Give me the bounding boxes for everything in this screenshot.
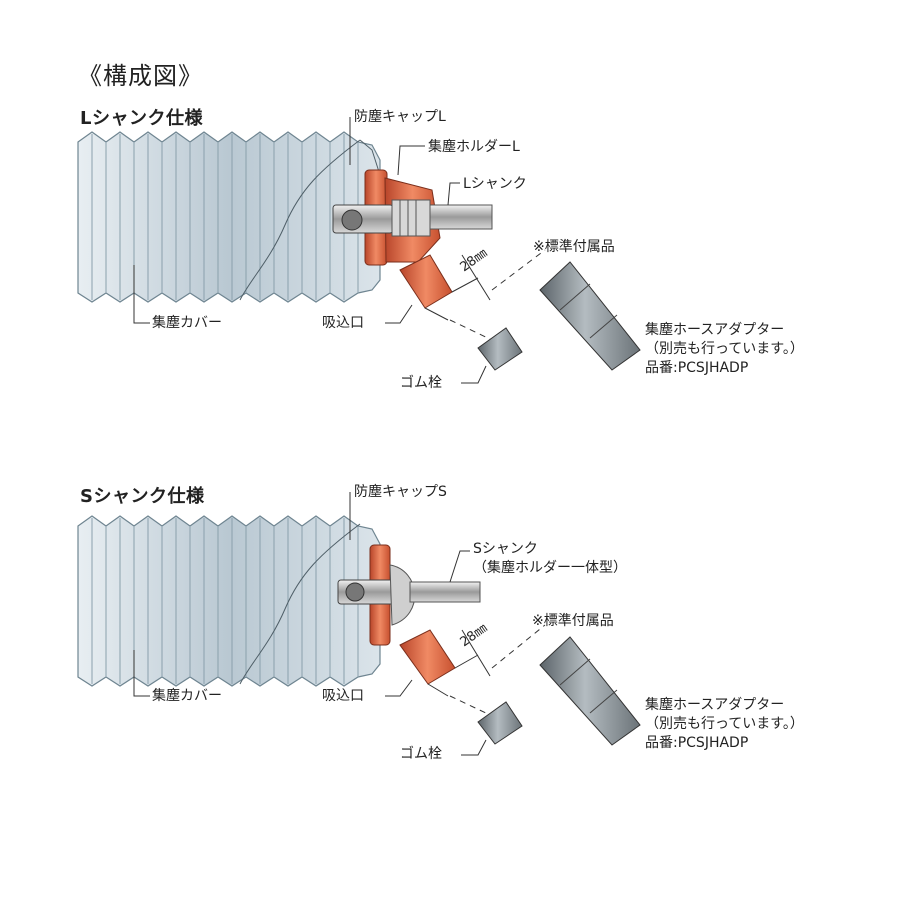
hose-adapter-s <box>539 636 641 746</box>
label-hose-adapter-l: 集塵ホースアダプター <box>645 322 785 338</box>
label-hose-adapter-part-l: 品番:PCSJHADP <box>645 360 749 376</box>
label-suction-inlet-s: 吸込口 <box>322 688 364 704</box>
label-standard-accessory-l: ※標準付属品 <box>533 239 615 255</box>
label-s-shank: Sシャンク <box>473 541 538 557</box>
label-hose-adapter-note-l: （別売も行っています。） <box>645 341 804 357</box>
label-standard-accessory-s: ※標準付属品 <box>532 613 614 629</box>
l-shank-assembly <box>77 117 641 384</box>
label-dust-holder-l: 集塵ホルダーL <box>428 139 520 155</box>
label-s-shank-note: （集塵ホルダー一体型） <box>473 560 627 576</box>
label-rubber-plug-l: ゴム栓 <box>400 375 442 391</box>
label-hose-adapter-s: 集塵ホースアダプター <box>645 697 785 713</box>
label-hose-adapter-part-s: 品番:PCSJHADP <box>645 735 749 751</box>
dimension-28mm-l <box>424 254 491 321</box>
s-shank-assembly <box>77 492 641 756</box>
section-heading-l-shank: Lシャンク仕様 <box>80 108 203 129</box>
label-dust-cap-s: 防塵キャップS <box>354 484 447 500</box>
l-shank-rod <box>429 204 493 230</box>
suction-inlet-s <box>399 629 456 685</box>
dust-cap-and-holder-s <box>337 544 416 646</box>
page-title: 《構成図》 <box>78 62 203 90</box>
label-dust-cover-s: 集塵カバー <box>152 688 222 704</box>
label-suction-inlet-l: 吸込口 <box>322 315 364 331</box>
label-l-shank: Lシャンク <box>463 176 527 192</box>
dust-cap-and-holder-l <box>332 169 441 266</box>
s-shank-rod <box>409 581 481 603</box>
label-dust-cap-l: 防塵キャップL <box>354 109 446 125</box>
hose-adapter-l <box>539 261 641 371</box>
guide-lines-s <box>449 624 546 715</box>
guide-lines-l <box>449 249 546 341</box>
section-heading-s-shank: Sシャンク仕様 <box>80 486 205 507</box>
label-rubber-plug-s: ゴム栓 <box>400 746 442 762</box>
label-dust-cover-l: 集塵カバー <box>152 315 222 331</box>
dimension-28mm-s <box>427 629 491 697</box>
leader-lines-s <box>133 492 487 756</box>
suction-inlet-l <box>399 254 453 309</box>
dust-cover-bellows-s <box>77 515 381 687</box>
label-hose-adapter-note-s: （別売も行っています。） <box>645 716 804 732</box>
rubber-plug-s <box>477 701 523 745</box>
rubber-plug-l <box>477 327 523 371</box>
leader-lines-l <box>133 117 487 384</box>
